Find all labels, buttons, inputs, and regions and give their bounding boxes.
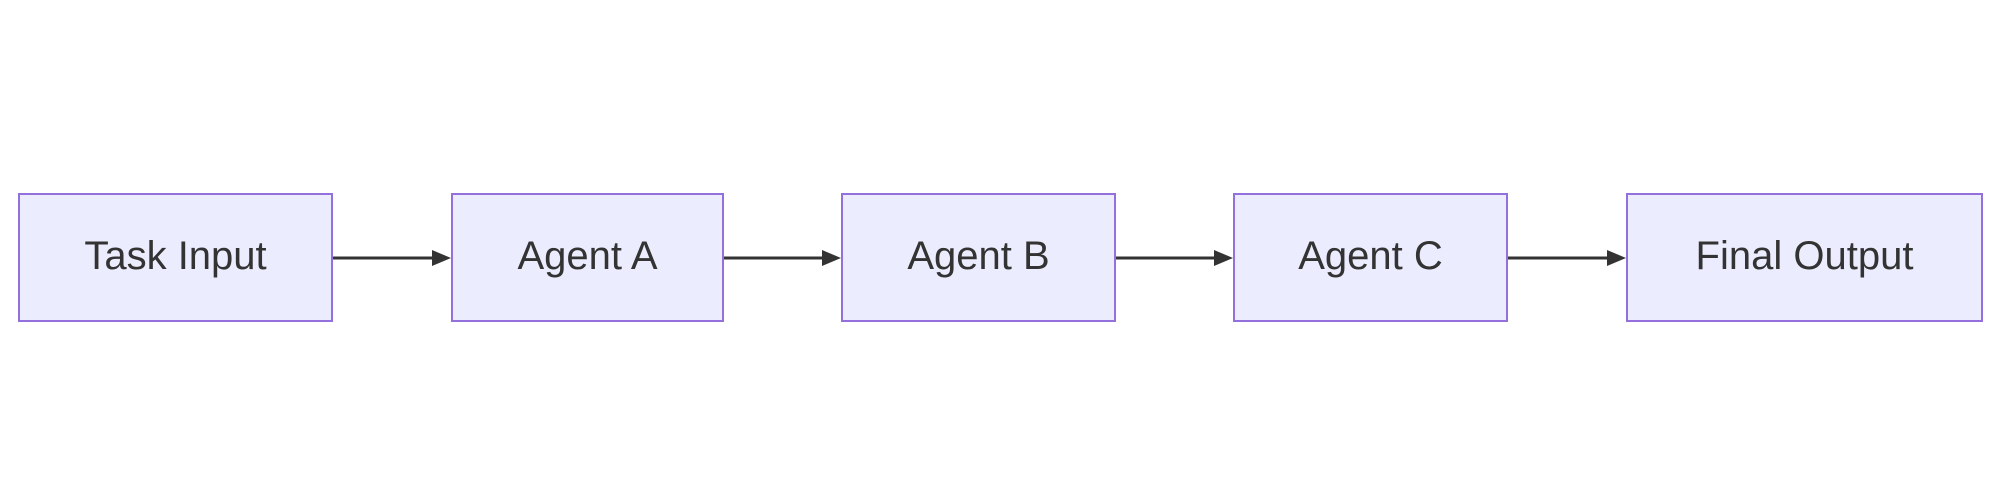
node-final-output: Final Output xyxy=(1626,193,1983,322)
node-agent-c: Agent C xyxy=(1233,193,1508,322)
edge-agent-c-to-final-output xyxy=(1508,244,1626,272)
arrowhead-icon xyxy=(432,250,451,266)
edge-line xyxy=(1508,256,1610,260)
node-agent-b-label: Agent B xyxy=(907,233,1050,278)
edge-agent-b-to-agent-c xyxy=(1116,244,1233,272)
arrowhead-icon xyxy=(1607,250,1626,266)
node-agent-a-label: Agent A xyxy=(517,233,658,278)
node-task-input-label: Task Input xyxy=(84,233,267,278)
edge-line xyxy=(724,256,825,260)
edge-agent-a-to-agent-b xyxy=(724,244,841,272)
edge-line xyxy=(1116,256,1217,260)
node-agent-b: Agent B xyxy=(841,193,1116,322)
edge-line xyxy=(333,256,435,260)
node-agent-a: Agent A xyxy=(451,193,724,322)
arrowhead-icon xyxy=(1214,250,1233,266)
arrowhead-icon xyxy=(822,250,841,266)
edge-task-input-to-agent-a xyxy=(333,244,451,272)
node-final-output-label: Final Output xyxy=(1695,233,1914,278)
node-task-input: Task Input xyxy=(18,193,333,322)
node-agent-c-label: Agent C xyxy=(1298,233,1443,278)
